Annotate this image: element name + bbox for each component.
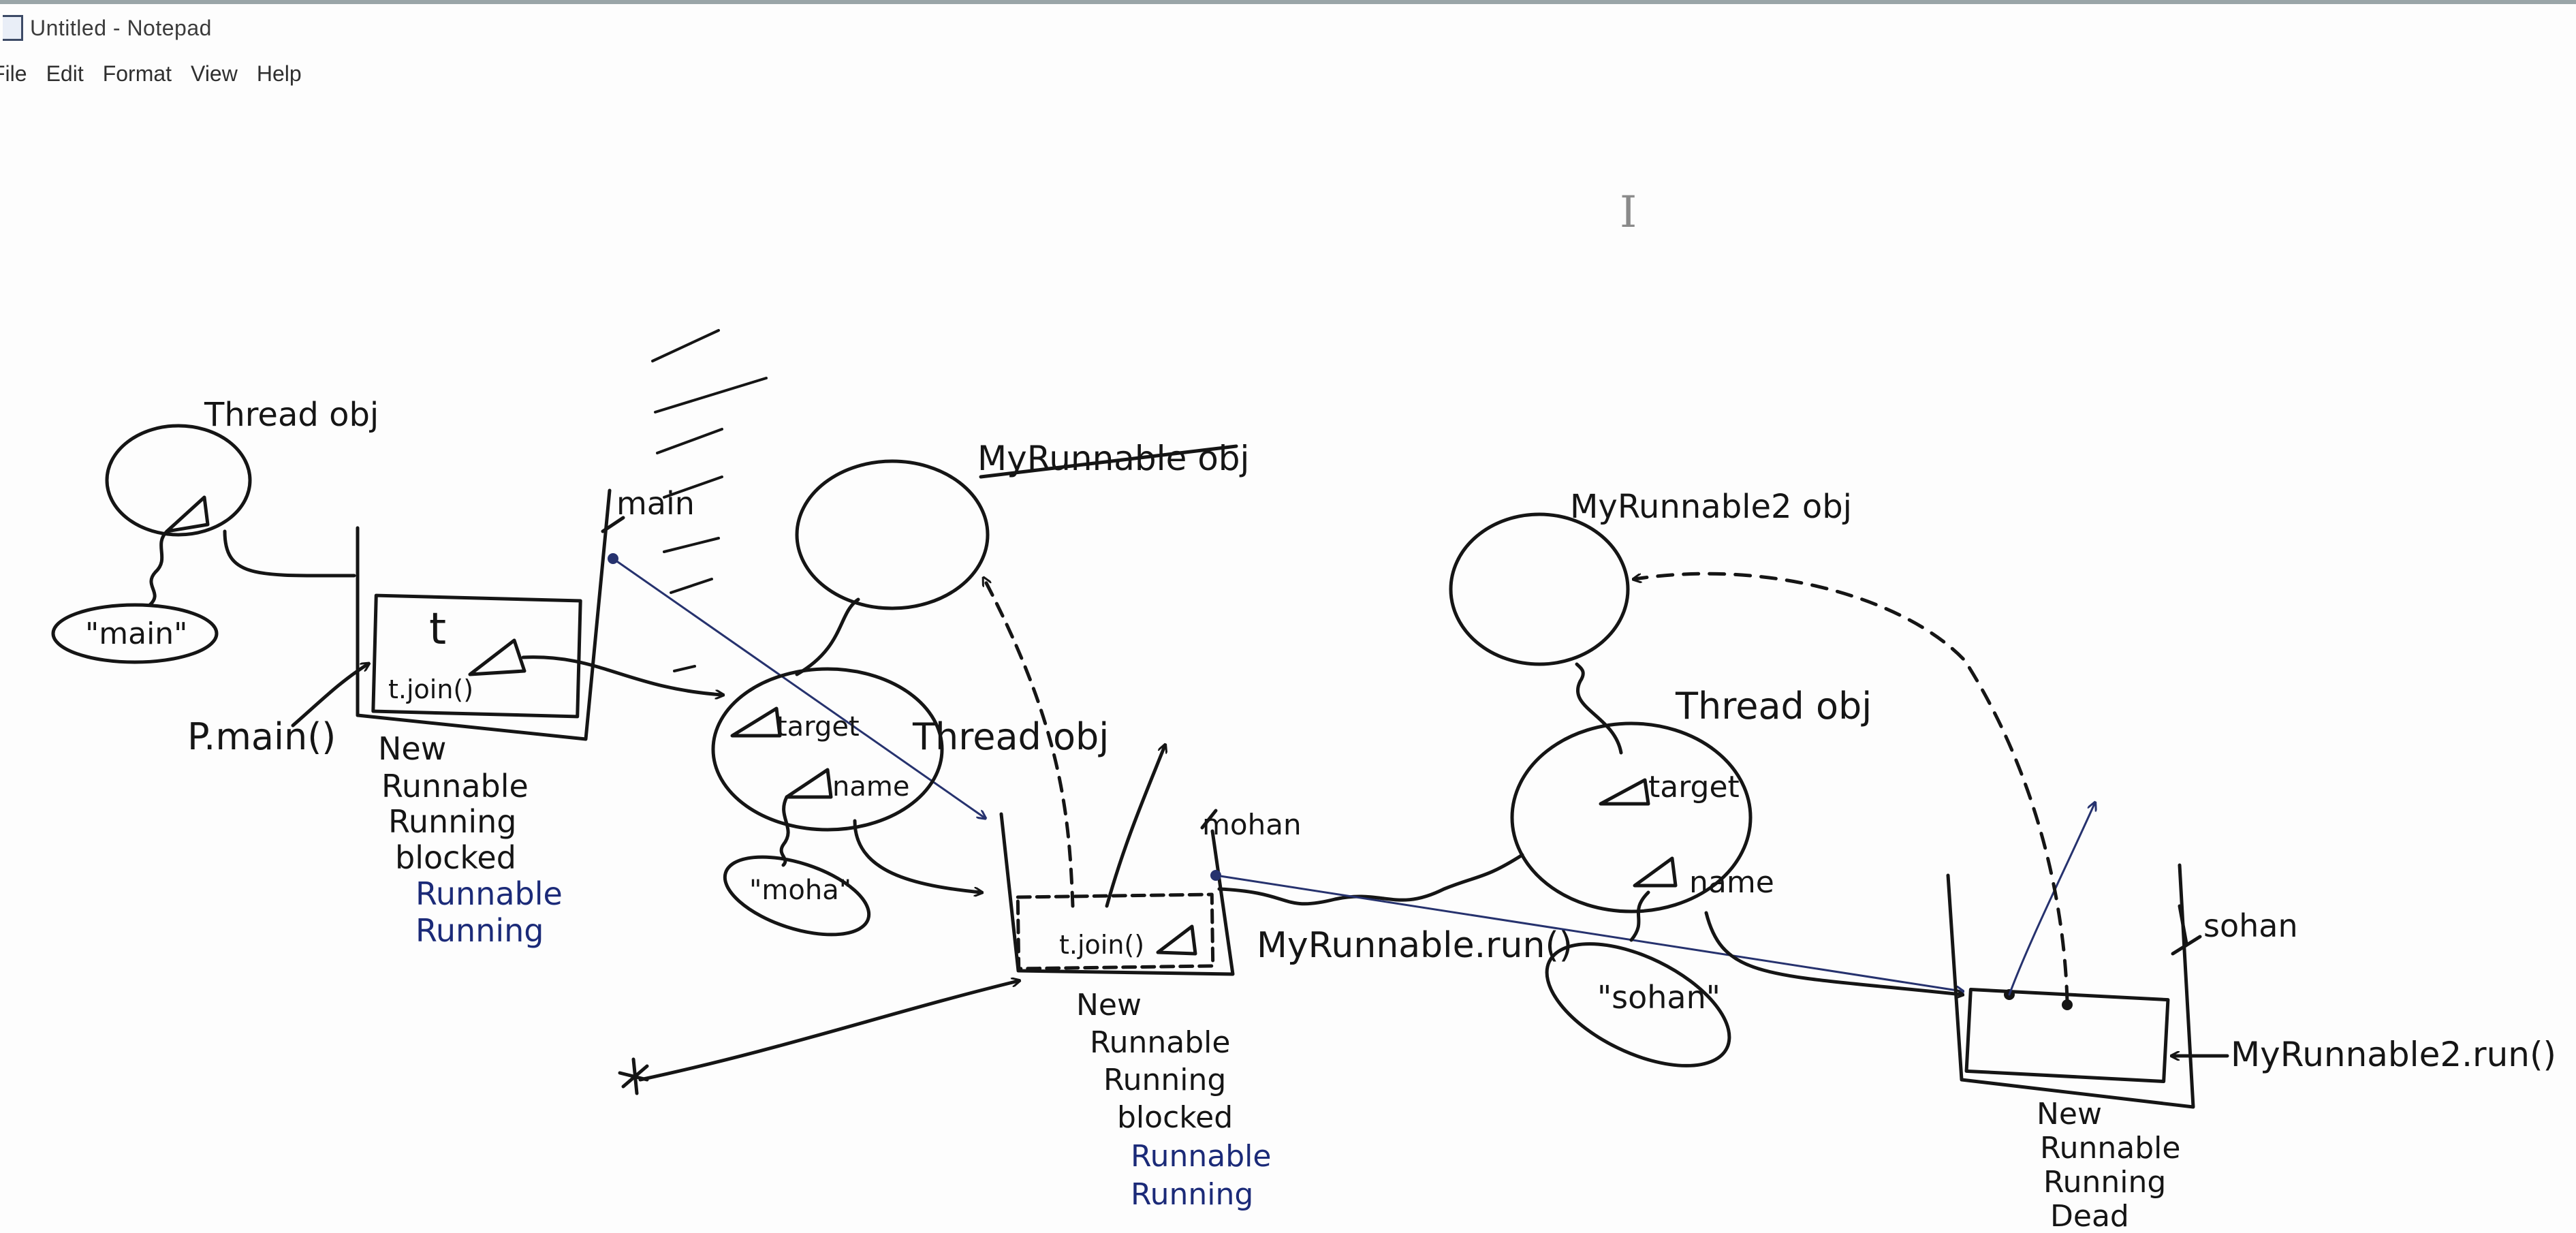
thread2-name-triangle <box>1633 856 1678 888</box>
thread1-obj-label: Thread obj <box>912 715 1109 758</box>
main-stack-call: t.join() <box>388 674 473 704</box>
main-state-1: New <box>378 730 446 767</box>
thread1-to-thread2-blue-line <box>1214 874 1962 991</box>
thread1-stack-frame <box>999 812 1235 976</box>
thread1-dashed-link <box>984 579 1075 908</box>
main-stack-inner-box <box>371 593 582 719</box>
thread1-state-2: Runnable <box>1090 1025 1230 1060</box>
main-state-5: Runnable <box>415 875 563 912</box>
menu-format[interactable]: Format <box>102 61 172 86</box>
menu-view[interactable]: View <box>191 61 238 86</box>
main-states-list: New Runnable Running blocked Runnable Ru… <box>378 730 563 949</box>
thread2-up-arrow <box>2008 804 2094 996</box>
thread2-state-3: Running <box>2043 1165 2166 1200</box>
main-obj-connector <box>223 529 356 578</box>
thread1-name-oval <box>723 855 871 937</box>
window-top-border <box>0 0 2576 4</box>
thread2-obj-label: Thread obj <box>1675 685 1872 728</box>
thread1-up-arrow <box>1105 746 1165 908</box>
runnable2-obj-label: MyRunnable2 obj <box>1570 488 1852 526</box>
window-title: Untitled - Notepad <box>30 15 212 40</box>
thread2-name-value: "sohan" <box>1597 979 1721 1016</box>
main-stack-frame <box>356 488 612 741</box>
menu-file[interactable]: File <box>0 61 27 86</box>
thread2-target-triangle <box>1599 778 1650 806</box>
thread2-to-runnable2-link <box>1575 662 1623 755</box>
main-stack-top-tick <box>601 516 625 533</box>
thread2-name-arrow <box>1704 911 1962 995</box>
thread2-name-squiggle <box>1629 890 1650 942</box>
runnable1-obj-circle <box>795 459 990 610</box>
thread1-state-3: Running <box>1103 1063 1226 1097</box>
main-thread-field-triangle <box>165 495 210 533</box>
menu-edit[interactable]: Edit <box>46 61 84 86</box>
thread1-state-6: Running <box>1131 1177 1253 1212</box>
main-name-oval <box>51 603 219 664</box>
thread1-stack-inner-box <box>1016 892 1215 971</box>
thread2-stack-frame <box>1946 863 2195 1109</box>
main-state-4: blocked <box>395 839 516 876</box>
thread2-stack-dot-2 <box>2062 999 2073 1010</box>
thread2-state-1: New <box>2037 1097 2102 1131</box>
thread2-group: MyRunnable2 obj Thread obj target name "… <box>1449 488 2556 1233</box>
thread1-name-field: name <box>832 771 909 802</box>
thread2-name-field: name <box>1689 865 1774 900</box>
thread2-target-field: target <box>1648 770 1740 805</box>
main-blue-line <box>612 557 984 817</box>
title-bar[interactable]: Untitled - Notepad <box>0 4 2576 52</box>
menu-bar: File Edit Format View Help <box>0 54 321 93</box>
main-thread-object-circle <box>105 424 252 537</box>
thread1-name-squiggle <box>779 795 790 867</box>
main-pointer-arrow <box>521 655 722 695</box>
thread1-target-field: target <box>776 711 860 743</box>
thread1-obj-circle <box>711 667 944 832</box>
runnable1-underline <box>979 444 1238 479</box>
thread2-dashed-link <box>1635 572 2069 1003</box>
runnable2-obj-circle <box>1449 512 1630 666</box>
thread1-name-value: "moha" <box>749 875 851 906</box>
main-caller-label: P.main() <box>187 715 336 758</box>
thread1-run-label: MyRunnable.run() <box>1257 925 1573 966</box>
main-state-2: Runnable <box>381 768 529 805</box>
main-name-value: "main" <box>85 616 187 651</box>
thread2-stack-top-tick <box>2171 904 2202 956</box>
main-state-3: Running <box>388 803 517 840</box>
thread2-obj-circle <box>1510 721 1753 914</box>
thread2-stack-top-label: sohan <box>2203 907 2298 944</box>
main-state-6: Running <box>415 912 544 949</box>
scribble-strokes <box>651 329 768 672</box>
thread1-group: MyRunnable obj Thread obj target name "m… <box>618 439 1573 1212</box>
thread2-name-oval <box>1545 942 1731 1067</box>
editor-text-area[interactable]: Thread obj "main" t t.join() main P.main… <box>0 95 2576 1233</box>
thread1-state-5: Runnable <box>1131 1139 1271 1174</box>
thread1-state-1: New <box>1076 988 1142 1023</box>
main-thread-group: Thread obj "main" t t.join() main P.main… <box>51 329 984 949</box>
notepad-icon <box>3 15 23 41</box>
thread2-state-2: Runnable <box>2040 1131 2180 1166</box>
main-caller-arrow <box>291 664 368 728</box>
thread2-states-list: New Runnable Running Dead <box>2037 1097 2180 1233</box>
thread1-stack-top-label: mohan <box>1202 808 1302 841</box>
thread2-run-label: MyRunnable2.run() <box>2231 1035 2556 1074</box>
thread1-stack-triangle <box>1156 924 1197 956</box>
thread1-to-thread2-squiggle <box>1217 853 1524 906</box>
thread1-state-4: blocked <box>1117 1100 1233 1135</box>
thread1-name-triangle <box>785 768 833 799</box>
thread1-name-arrow <box>853 819 981 892</box>
thread1-states-list: New Runnable Running blocked Runnable Ru… <box>1076 988 1271 1212</box>
main-name-squiggle <box>148 529 169 607</box>
thread1-to-runnable1-link <box>795 597 860 676</box>
thread1-stack-call: t.join() <box>1059 930 1144 960</box>
star-icon <box>618 1057 649 1095</box>
menu-help[interactable]: Help <box>256 61 302 86</box>
main-stack-triangle <box>468 638 527 676</box>
thread1-stack-top-tick <box>1200 809 1218 830</box>
thread1-target-triangle <box>730 706 782 738</box>
star-arrow <box>638 981 1018 1082</box>
thread2-state-4: Dead <box>2050 1199 2129 1233</box>
text-cursor-icon: I <box>1620 187 1637 238</box>
main-stack-var: t <box>429 604 446 655</box>
thread2-stack-inner-box <box>1964 987 2170 1084</box>
main-thread-obj-label: Thread obj <box>204 396 379 434</box>
